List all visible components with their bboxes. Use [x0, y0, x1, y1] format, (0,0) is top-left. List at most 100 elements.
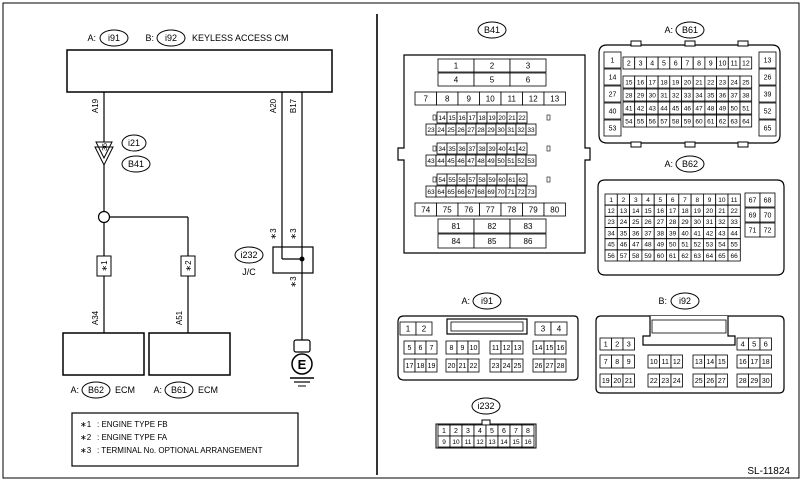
- b62-title: B62: [682, 159, 698, 169]
- i92-pin-label: 18: [762, 359, 770, 366]
- b61-pin-label: 44: [660, 105, 668, 112]
- b41-pin-cell: [543, 91, 566, 106]
- b41-pin-cell: [525, 123, 537, 136]
- b62-pin-label: 65: [718, 253, 726, 260]
- wire-label-a34: A34: [91, 310, 100, 325]
- i91-pin-label: 16: [557, 345, 565, 352]
- b62-pin-label: 39: [669, 230, 677, 237]
- b61-pin-label: 13: [764, 58, 772, 65]
- i92-pin-label: 30: [762, 378, 770, 385]
- b41-pin-label: 56: [458, 177, 466, 184]
- b41-pin-label: 16: [458, 115, 466, 122]
- b41-pin-label: 8: [445, 94, 450, 103]
- b61-pin-label: 59: [684, 118, 692, 125]
- b61-pin-label: 38: [742, 92, 750, 99]
- b61-pin-label: 7: [685, 61, 689, 68]
- i232-pin-label: 10: [452, 439, 460, 446]
- wire-label-a51: A51: [175, 310, 184, 325]
- b61-pin-label: 65: [764, 126, 772, 133]
- b61-pin-label: 36: [719, 92, 727, 99]
- i232-pin-label: 2: [454, 428, 458, 435]
- b62-pin-label: 66: [731, 253, 739, 260]
- keyless-access-cm-box: [66, 49, 333, 93]
- b61-pin-label: 30: [649, 92, 657, 99]
- i232-pin-label: 11: [465, 439, 472, 446]
- b41-pin-label: 24: [437, 127, 445, 134]
- i91-pin-cell: [425, 340, 438, 355]
- b62-pin-label: 40: [681, 230, 689, 237]
- b61-pin-label: 29: [637, 92, 645, 99]
- b41-pin-label: 54: [438, 177, 446, 184]
- b61-pin-label: 39: [764, 92, 772, 99]
- b61-pin-label: 55: [637, 118, 645, 125]
- i92-pin-label: 26: [706, 378, 714, 385]
- b41-pin-label: 74: [421, 205, 430, 214]
- b62-pin-label: 3: [634, 197, 638, 204]
- b62-pin-label: 44: [731, 230, 739, 237]
- option-mark-2-box: ∗2: [180, 255, 196, 277]
- b61-pin-cell: [603, 119, 622, 137]
- i92-pin-label: 28: [739, 378, 747, 385]
- b62-pin-cell: [727, 249, 741, 262]
- i92-title: i92: [679, 296, 691, 306]
- b61-pin-cell: [758, 85, 777, 103]
- i92-pin-label: 22: [650, 378, 658, 385]
- b62-pin-label: 68: [764, 198, 772, 205]
- b61-pin-label: 20: [684, 79, 692, 86]
- b61-pin-label: 56: [649, 118, 657, 125]
- i92-pin-cell: [715, 354, 728, 369]
- b41-tab: [432, 176, 437, 183]
- i91-pin-label: 11: [492, 345, 499, 352]
- ecm-left-conn-badge: B62: [81, 381, 111, 399]
- i91-pin-label: 21: [459, 363, 467, 370]
- b61-pin-label: 11: [731, 61, 738, 68]
- b41-pin-label: 33: [527, 127, 535, 134]
- b41-pin-cell: [509, 233, 547, 249]
- i92-pin-label: 13: [695, 359, 703, 366]
- legend-mark-3: ∗3: [80, 446, 92, 455]
- b41-pin-label: 63: [427, 189, 435, 196]
- b62-pin-label: 70: [764, 213, 772, 220]
- b41-pin-label: 46: [457, 158, 465, 165]
- b62-pin-label: 33: [731, 219, 739, 226]
- b62-pin-label: 36: [632, 230, 640, 237]
- joint-connector-box: [272, 246, 314, 274]
- b41-pin-label: 5: [490, 75, 495, 84]
- header-conn-a: i91: [108, 33, 120, 43]
- b62-pin-label: 34: [608, 230, 616, 237]
- header-conn-b-prefix: B:: [145, 33, 154, 43]
- b41-pin-label: 85: [488, 237, 497, 246]
- b41-pin-label: 2: [490, 61, 495, 70]
- diagram-frame: [2, 2, 800, 479]
- b62-pin-cell: [759, 192, 776, 208]
- b41-pin-label: 31: [507, 127, 515, 134]
- legend-mark-1: ∗1: [80, 420, 92, 429]
- b61-pin-label: 27: [609, 92, 617, 99]
- b62-pin-label: 35: [620, 230, 628, 237]
- i92-pin-label: 3: [627, 340, 631, 349]
- b41-pin-label: 76: [464, 205, 473, 214]
- b61-pin-label: 14: [609, 75, 617, 82]
- b41-pin-label: 28: [477, 127, 485, 134]
- i91-pin-label: 6: [419, 345, 423, 352]
- b41-pin-label: 52: [517, 158, 525, 165]
- b41-pin-cell: [509, 72, 547, 87]
- b41-pin-label: 57: [468, 177, 476, 184]
- b62-pin-label: 29: [681, 219, 689, 226]
- b62-pin-label: 61: [669, 253, 677, 260]
- b61-pin-label: 40: [609, 109, 617, 116]
- i92-pin-label: 16: [739, 359, 747, 366]
- b62-pin-label: 30: [694, 219, 702, 226]
- b61-pin-cell: [739, 101, 753, 115]
- b41-pin-label: 7: [424, 94, 429, 103]
- i232-pin-label: 3: [466, 428, 470, 435]
- b61-pin-label: 63: [731, 118, 739, 125]
- b61-pin-label: 16: [637, 79, 645, 86]
- wire-label-b17: B17: [289, 98, 298, 113]
- b62-pin-label: 56: [608, 253, 616, 260]
- b41-pin-label: 83: [524, 222, 533, 231]
- b41-pin-label: 65: [447, 189, 455, 196]
